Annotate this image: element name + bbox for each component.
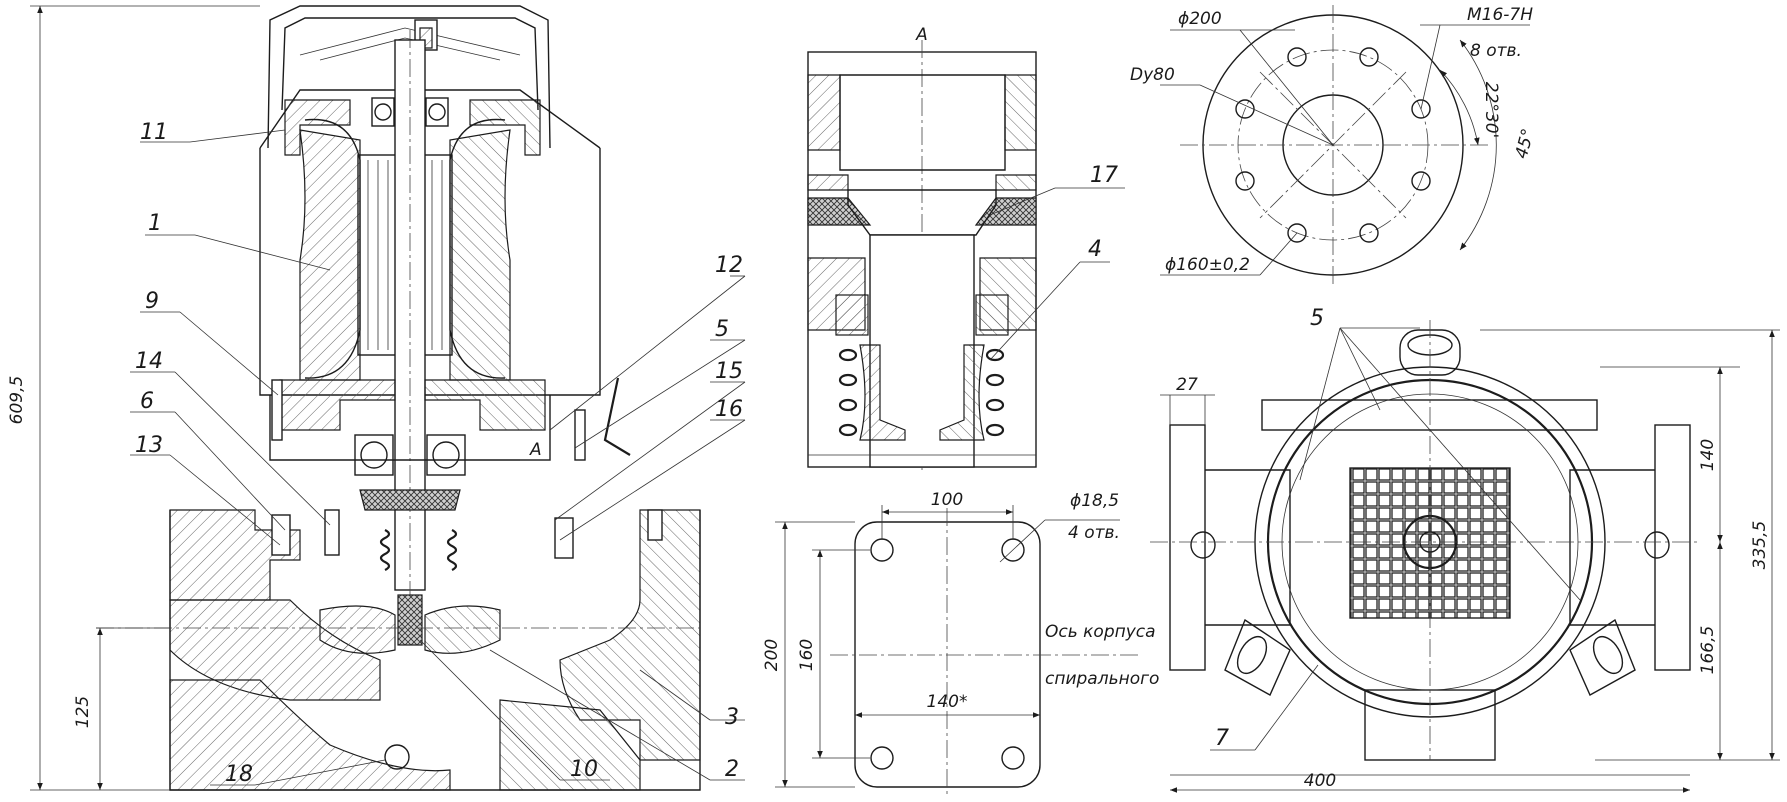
dim-height-upper: 140 — [1698, 439, 1718, 471]
suction-height-dimension: 125 — [73, 696, 93, 728]
callout-6: 6 — [140, 389, 154, 414]
overall-height-dimension: 609,5 — [7, 376, 27, 425]
callout-12: 12 — [715, 253, 743, 278]
callout-2: 2 — [725, 757, 739, 782]
casing-axis-label-1: Ось корпуса — [1045, 622, 1156, 642]
callout-1: 1 — [148, 211, 162, 236]
callout-17: 17 — [1090, 163, 1118, 188]
dim-base-width-top: 100 — [931, 490, 963, 510]
svg-text:125: 125 — [73, 696, 93, 728]
section-a-view: A 17 4 — [807, 25, 1125, 470]
callout-16: 16 — [715, 397, 743, 422]
dim-height-lower: 166,5 — [1698, 626, 1718, 675]
dim-angle-large: 45° — [1512, 127, 1539, 161]
callout-leaders-left — [130, 129, 746, 786]
dim-base-height: 200 — [762, 639, 782, 671]
callout-13: 13 — [135, 433, 163, 458]
callout-14: 14 — [135, 349, 163, 374]
callout-18: 18 — [225, 762, 253, 787]
callout-3: 3 — [725, 705, 739, 730]
callout-5-left: 5 — [715, 317, 729, 342]
callout-7: 7 — [1215, 726, 1229, 751]
dim-base-inner-height: 160 — [797, 639, 817, 671]
callout-9: 9 — [145, 289, 159, 314]
flange-view — [1160, 5, 1530, 285]
dim-base-hole-dia: ϕ18,5 — [1070, 491, 1119, 511]
section-title-a: A — [915, 25, 928, 45]
dim-thread-holes: 8 отв. — [1470, 41, 1522, 61]
pump-top-view — [1150, 320, 1780, 793]
dim-base-holes: 4 отв. — [1068, 523, 1120, 543]
casing-axis-label-2: спирального — [1045, 669, 1159, 689]
callout-5-right: 5 — [1310, 306, 1324, 331]
dim-nominal-bore: Dy80 — [1130, 65, 1175, 85]
dim-overall-width: 400 — [1304, 771, 1336, 791]
section-marker-a: A — [520, 440, 550, 461]
main-section-view — [30, 5, 701, 791]
dim-base-inner-width: 140* — [927, 692, 968, 712]
svg-text:609,5: 609,5 — [7, 376, 27, 425]
dim-flange-thickness: 27 — [1176, 375, 1198, 395]
callout-4: 4 — [1088, 237, 1102, 262]
base-plate-view — [775, 505, 1140, 795]
dim-flange-dia: ϕ200 — [1178, 9, 1222, 29]
callout-11: 11 — [140, 120, 168, 145]
callout-15: 15 — [715, 359, 743, 384]
callout-10: 10 — [570, 757, 598, 782]
svg-text:A: A — [529, 440, 542, 460]
dim-height-total: 335,5 — [1750, 521, 1770, 570]
dim-angle-small: 22°30' — [1481, 82, 1501, 138]
dim-bolt-circle: ϕ160±0,2 — [1165, 255, 1250, 275]
dim-thread: M16-7H — [1467, 5, 1533, 25]
